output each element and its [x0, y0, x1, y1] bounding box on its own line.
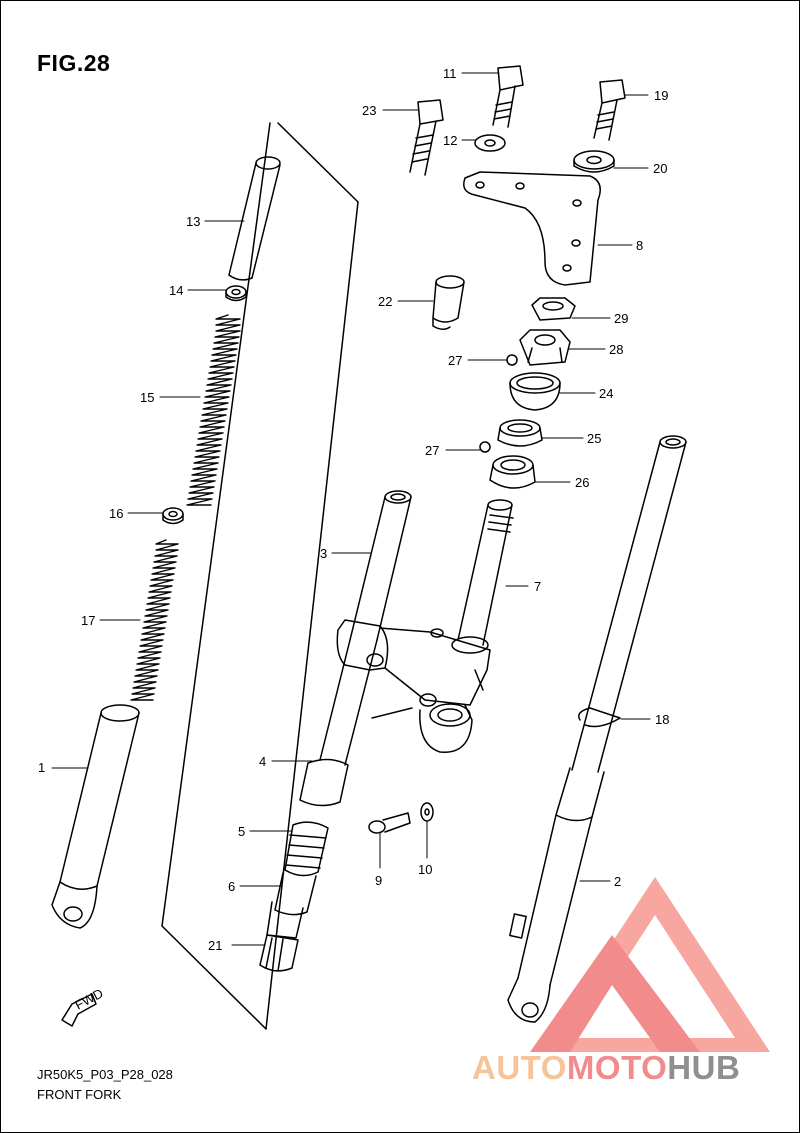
callout-10: 10 [418, 862, 432, 877]
callout-labels: 1 2 3 4 5 6 7 8 9 10 11 12 13 14 15 16 1… [38, 66, 669, 953]
part-27-ball-lower [479, 441, 491, 453]
callout-7: 7 [534, 579, 541, 594]
part-24-cone-race [509, 372, 561, 411]
part-14-washer [225, 285, 247, 302]
part-21-nut [259, 934, 299, 972]
assembly-indicator-line [371, 707, 413, 719]
part-20-washer [573, 150, 615, 173]
callout-18: 18 [655, 712, 669, 727]
callout-22: 22 [378, 294, 392, 309]
callout-13: 13 [186, 214, 200, 229]
callout-26: 26 [575, 475, 589, 490]
callout-15: 15 [140, 390, 154, 405]
part-2-outer-tube [507, 435, 687, 1023]
part-29-locknut [531, 297, 576, 321]
callout-11: 11 [443, 66, 457, 81]
callout-16: 16 [109, 506, 123, 521]
part-19-bolt [593, 79, 626, 141]
callout-12: 12 [443, 133, 457, 148]
part-3-inner-tube [349, 490, 412, 641]
part-13-fork-pipe [228, 156, 281, 281]
watermark-part-moto: MOTO [566, 1049, 668, 1086]
part-22-collar [432, 275, 465, 330]
fwd-arrow-icon [61, 993, 97, 1027]
part-12-washer [474, 134, 506, 152]
callout-6: 6 [228, 879, 235, 894]
part-26-dust-seal [489, 455, 536, 489]
figure-title: FIG.28 [37, 50, 111, 76]
callout-8: 8 [636, 238, 643, 253]
part-28-nut [519, 329, 571, 366]
callout-3: 3 [320, 546, 327, 561]
callout-28: 28 [609, 342, 623, 357]
part-4-lower-tube [299, 639, 378, 807]
watermark-text: AUTOMOTOHUB [472, 1049, 740, 1087]
part-23-bolt [409, 99, 444, 176]
part-7-steering-stem [451, 499, 514, 654]
leader-lines [51, 72, 651, 946]
callout-24: 24 [599, 386, 613, 401]
part-18-clip [578, 707, 621, 728]
callout-21: 21 [208, 938, 222, 953]
watermark-logo [530, 877, 770, 1052]
callout-23: 23 [362, 103, 376, 118]
callout-2: 2 [614, 874, 621, 889]
callout-1: 1 [38, 760, 45, 775]
callout-4: 4 [259, 754, 266, 769]
callout-29: 29 [614, 311, 628, 326]
part-8-holder-plate [463, 171, 601, 286]
part-27-ball-upper [506, 354, 518, 366]
callout-19: 19 [654, 88, 668, 103]
left-assembly-bracket [161, 122, 359, 1030]
part-25-bearing-race [497, 419, 543, 447]
part-6-slide-metal [266, 872, 317, 939]
callout-27-upper: 27 [448, 353, 462, 368]
callout-25: 25 [587, 431, 601, 446]
part-17-spring [130, 539, 179, 701]
lower-bracket [336, 619, 491, 753]
figure-name: FRONT FORK [37, 1087, 122, 1102]
part-15-spring [186, 314, 241, 506]
callout-17: 17 [81, 613, 95, 628]
watermark-part-hub: HUB [667, 1049, 741, 1086]
model-code: JR50K5_P03_P28_028 [37, 1067, 173, 1082]
part-10-washer [420, 802, 434, 822]
callout-9: 9 [375, 873, 382, 888]
callout-5: 5 [238, 824, 245, 839]
callout-20: 20 [653, 161, 667, 176]
callout-27-lower: 27 [425, 443, 439, 458]
part-11-bolt [492, 65, 524, 128]
part-5-boot [284, 821, 329, 877]
part-9-bolt [368, 812, 411, 834]
watermark-part-auto: AUTO [472, 1049, 567, 1086]
part-1-damper [51, 704, 140, 929]
callout-14: 14 [169, 283, 183, 298]
part-16-washer [162, 507, 184, 525]
